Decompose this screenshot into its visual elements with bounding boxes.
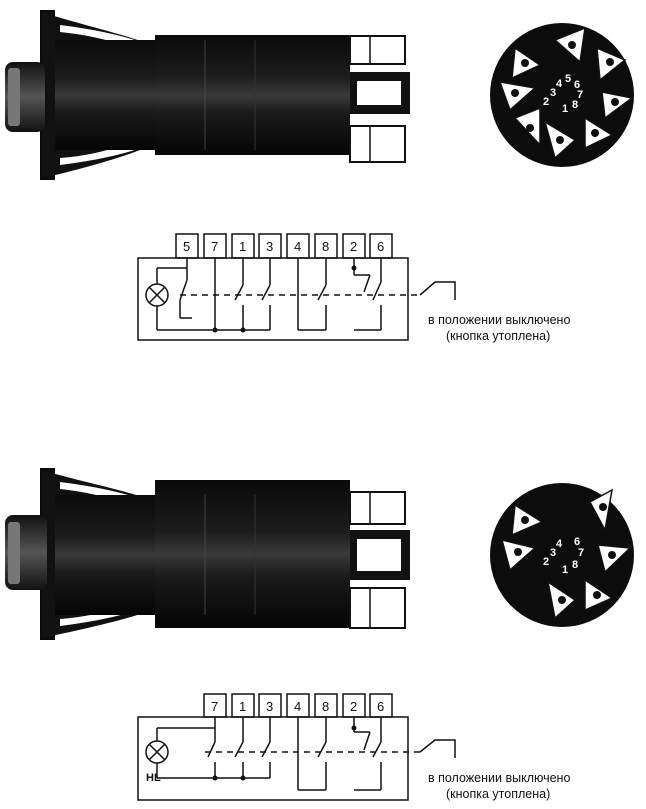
pin-number: 6 bbox=[574, 536, 580, 548]
pin-number: 5 bbox=[565, 73, 571, 85]
top-connector-end-view: 2 3 4 5 6 7 8 1 bbox=[490, 23, 634, 167]
pin-number: 3 bbox=[550, 87, 556, 99]
bottom-schematic bbox=[137, 693, 456, 801]
pin-number: 7 bbox=[578, 547, 584, 559]
caption-line-1: в положении выключено bbox=[428, 771, 570, 785]
terminal-label: 3 bbox=[266, 699, 273, 714]
pin-number: 4 bbox=[556, 538, 563, 550]
terminal-label: 2 bbox=[350, 239, 357, 254]
top-switch-photo bbox=[5, 10, 410, 180]
caption-line-2: (кнопка утоплена) bbox=[446, 787, 550, 801]
terminal-label: 3 bbox=[266, 239, 273, 254]
terminal-label: 7 bbox=[211, 699, 218, 714]
pin-number: 8 bbox=[572, 99, 578, 111]
pin-number: 1 bbox=[562, 103, 568, 115]
bottom-switch-photo bbox=[5, 468, 410, 640]
top-terminal-strip bbox=[175, 233, 393, 259]
pin-number: 6 bbox=[574, 79, 580, 91]
terminal-label: 4 bbox=[294, 239, 301, 254]
pin-number: 2 bbox=[543, 96, 549, 108]
top-schematic bbox=[137, 233, 456, 341]
terminal-label: 8 bbox=[322, 239, 329, 254]
terminal-label: 2 bbox=[350, 699, 357, 714]
terminal-label: 6 bbox=[377, 699, 384, 714]
terminal-label: 1 bbox=[239, 699, 246, 714]
terminal-label: 5 bbox=[183, 239, 190, 254]
pin-number: 1 bbox=[562, 564, 568, 576]
pin-number: 3 bbox=[550, 547, 556, 559]
pin-number: 4 bbox=[556, 78, 563, 90]
pin-number: 8 bbox=[572, 559, 578, 571]
terminal-label: 6 bbox=[377, 239, 384, 254]
terminal-label: 4 bbox=[294, 699, 301, 714]
terminal-label: 1 bbox=[239, 239, 246, 254]
terminal-label: 7 bbox=[211, 239, 218, 254]
caption-line-2: (кнопка утоплена) bbox=[446, 329, 550, 343]
terminal-label: 8 bbox=[322, 699, 329, 714]
lamp-label: HL bbox=[146, 772, 161, 784]
pin-number: 7 bbox=[577, 89, 583, 101]
pin-number: 2 bbox=[543, 556, 549, 568]
bottom-connector-end-view: 2 3 4 6 7 8 1 bbox=[490, 483, 634, 627]
caption-line-1: в положении выключено bbox=[428, 313, 570, 327]
